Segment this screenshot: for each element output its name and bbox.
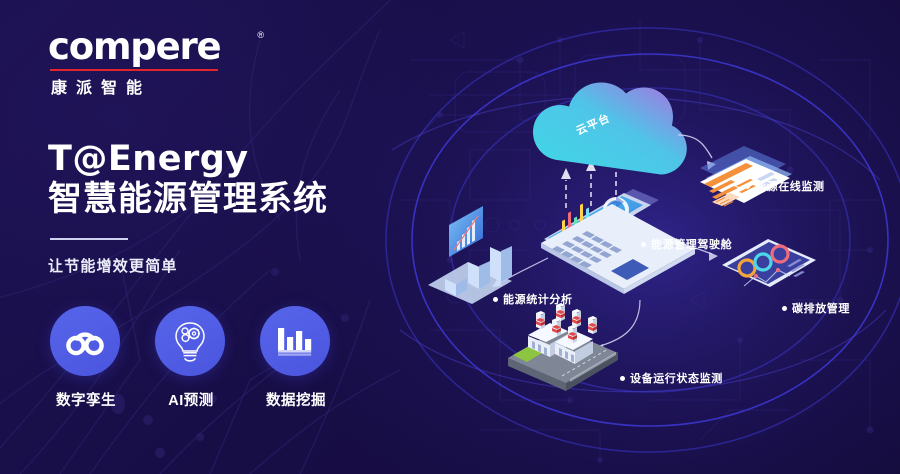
node-label-text: 碳排放管理 (792, 303, 850, 315)
brand-logo: compere ® 康派智能 (48, 25, 264, 98)
node-label-energy-online-monitoring[interactable]: 能源在线监测 (745, 178, 825, 194)
carbon-tablet-illustration (722, 239, 816, 287)
statistics-illustration (428, 206, 512, 304)
node-label-energy-statistical-analysis[interactable]: 能源统计分析 (493, 291, 573, 307)
page-title-cn: 智慧能源管理系统 (48, 180, 328, 219)
node-label-text: 能源在线监测 (755, 181, 825, 193)
brand-wordmark: compere (48, 25, 222, 68)
bullet-dot-icon (493, 296, 498, 302)
node-label-equipment-status-monitoring[interactable]: 设备运行状态监测 (620, 370, 723, 386)
bullet-dot-icon (620, 375, 625, 381)
feature-list: 数字孪生 (48, 306, 388, 410)
feature-item-digital-twin[interactable]: 数字孪生 (50, 306, 122, 410)
feature-icon-wrap (50, 306, 120, 377)
cloud-shape (533, 82, 687, 175)
factory-illustration (508, 303, 618, 391)
bullet-dot-icon (745, 183, 750, 189)
bullet-dot-icon (782, 305, 787, 311)
digital-twin-icon (66, 332, 104, 356)
feature-label: 数据挖掘 (266, 393, 326, 410)
registered-trademark-icon: ® (257, 30, 264, 40)
feature-label: AI预测 (168, 393, 214, 410)
node-label-text: 能源管理驾驶舱 (651, 239, 733, 251)
brand-rule (50, 69, 218, 71)
feature-label: 数字孪生 (56, 393, 116, 410)
feature-item-ai-prediction[interactable]: AI预测 (155, 306, 227, 410)
node-label-text: 能源统计分析 (503, 294, 573, 306)
node-label-text: 设备运行状态监测 (630, 373, 723, 385)
online-monitoring-illustration (700, 146, 792, 207)
title-divider (50, 238, 128, 241)
page-title-en: T@Energy (48, 139, 249, 179)
brand-chinese-name: 康派智能 (51, 80, 152, 97)
feature-icon-wrap (260, 306, 330, 377)
feature-icon-wrap (155, 306, 225, 377)
hero-left-panel: compere ® 康派智能 T@Energy 智慧能源管理系统 让节能增效更简… (48, 28, 388, 410)
page-subtitle: 让节能增效更简单 (48, 258, 178, 276)
bullet-dot-icon (641, 241, 646, 247)
node-label-energy-management-cockpit[interactable]: 能源管理驾驶舱 (641, 236, 732, 252)
laptop-illustration (541, 189, 695, 294)
node-label-carbon-emission-management[interactable]: 碳排放管理 (782, 300, 850, 316)
ai-lightbulb-icon (175, 322, 205, 362)
feature-item-data-mining[interactable]: 数据挖掘 (260, 306, 332, 410)
bar-chart-icon (278, 328, 312, 357)
